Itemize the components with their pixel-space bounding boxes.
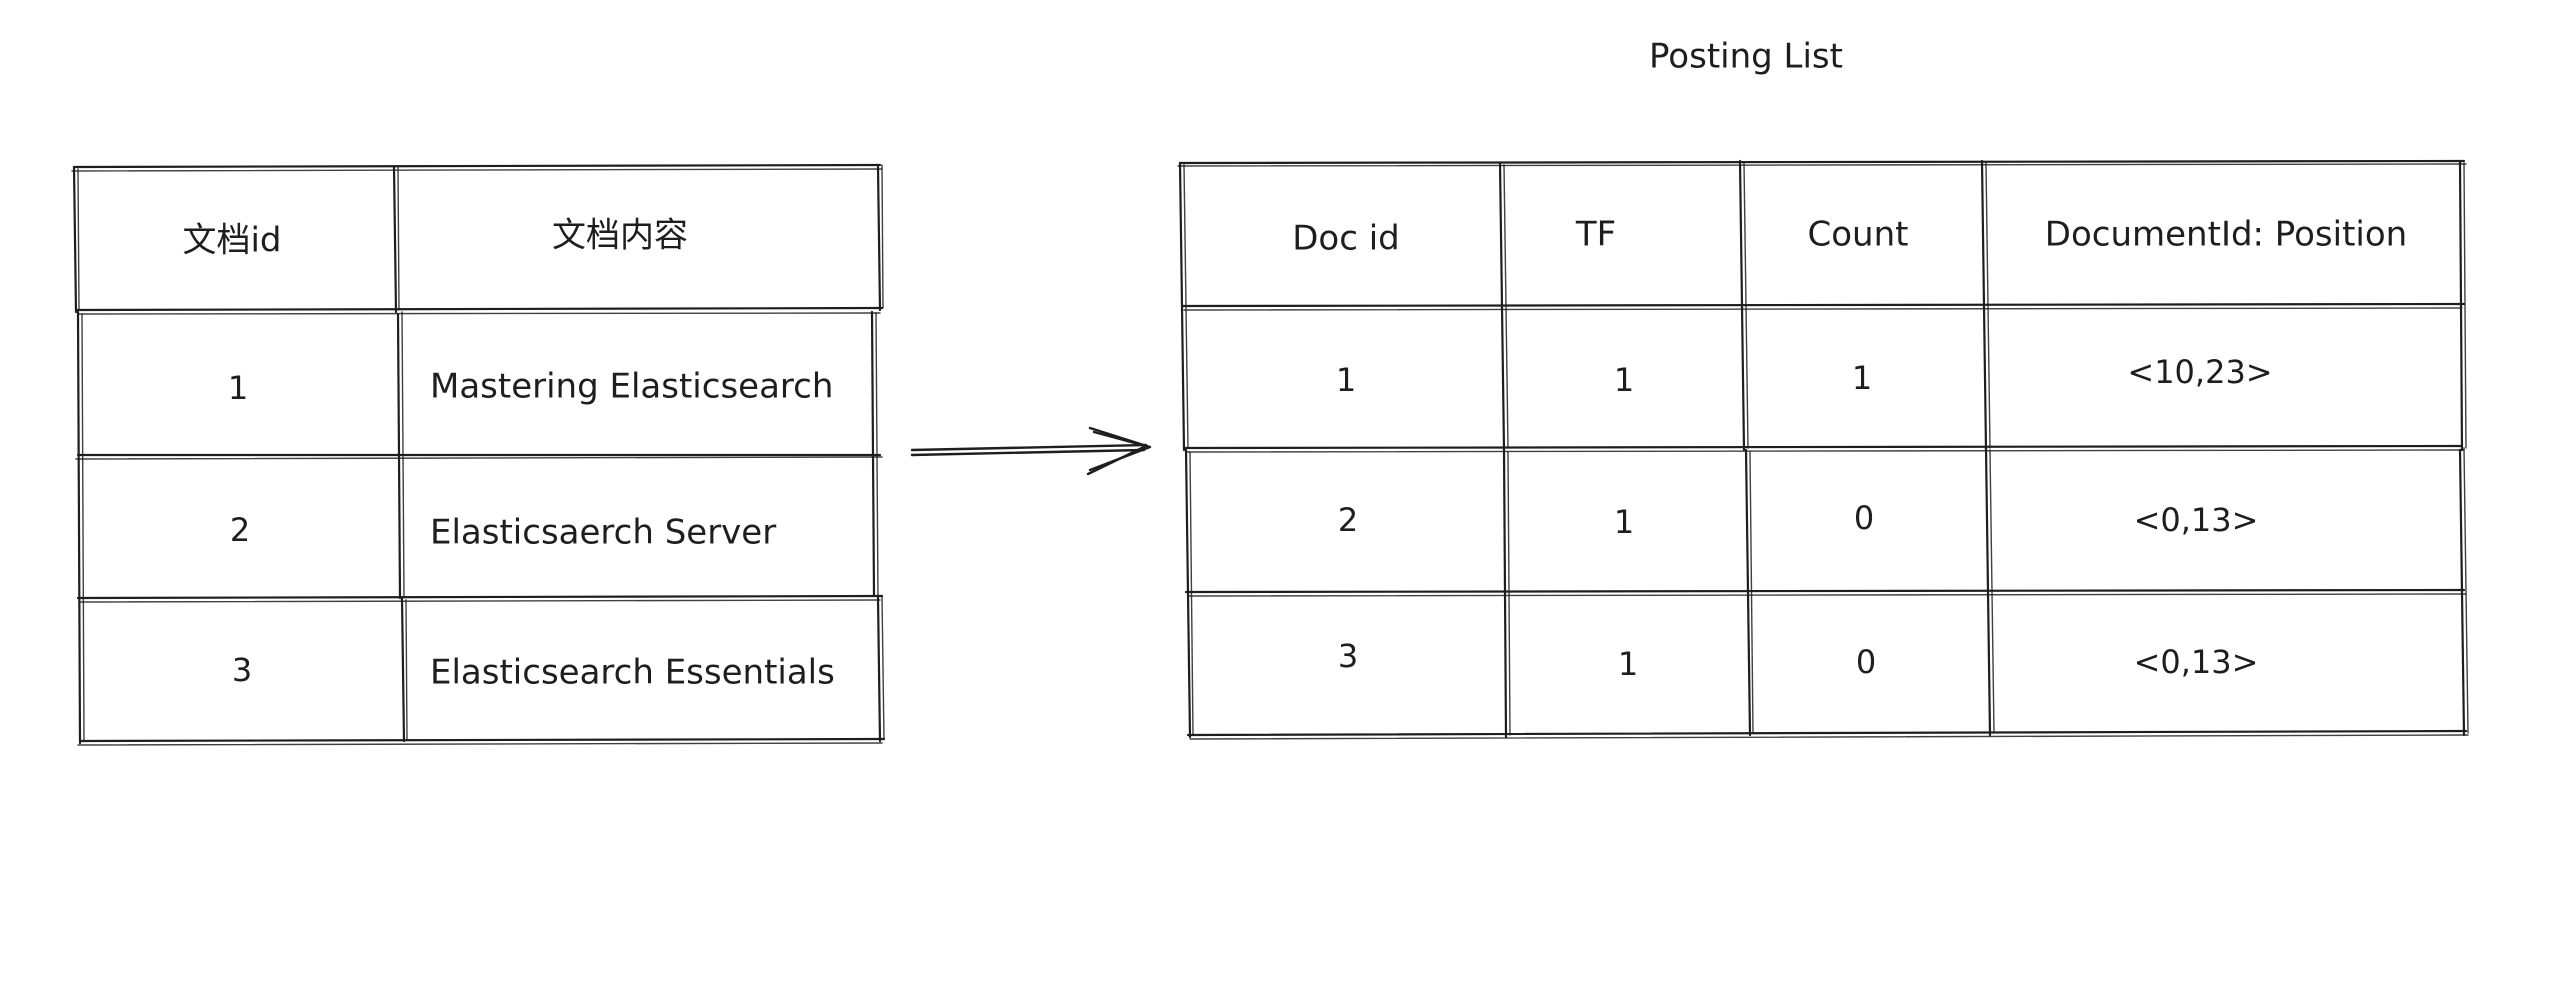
posting-row-2-doc-id: 2: [1338, 501, 1358, 539]
documents-row-3-id: 3: [232, 651, 252, 689]
posting-list-table: Doc id TF Count DocumentId: Position 1 1…: [1177, 159, 2469, 740]
posting-row-2-count: 0: [1854, 499, 1874, 537]
documents-header-id: 文档id: [182, 221, 281, 261]
posting-row-1-count: 1: [1852, 359, 1872, 397]
posting-list-title: Posting List: [1649, 37, 1843, 77]
posting-row-2-position: <0,13>: [2134, 501, 2259, 539]
posting-row-3-count: 0: [1856, 643, 1876, 681]
documents-row-3-content: Elasticsearch Essentials: [430, 653, 835, 693]
posting-row-1-doc-id: 1: [1336, 361, 1356, 399]
posting-list-table-grid: [1177, 159, 2469, 740]
posting-header-document-position: DocumentId: Position: [2045, 215, 2407, 255]
posting-header-count: Count: [1808, 215, 1909, 255]
posting-row-3-tf: 1: [1618, 645, 1638, 683]
posting-row-3-position: <0,13>: [2134, 643, 2259, 681]
posting-header-doc-id: Doc id: [1292, 219, 1400, 259]
documents-row-2-content: Elasticsaerch Server: [430, 513, 776, 553]
documents-table-grid: [71, 163, 886, 746]
transform-arrow: [910, 426, 1152, 476]
documents-row-1-id: 1: [228, 369, 248, 407]
posting-row-1-tf: 1: [1614, 361, 1634, 399]
documents-row-1-content: Mastering Elasticsearch: [430, 367, 833, 407]
documents-row-2-id: 2: [230, 511, 250, 549]
documents-table: 文档id 文档内容 1 Mastering Elasticsearch 2 El…: [71, 163, 886, 746]
posting-row-1-position: <10,23>: [2127, 353, 2272, 391]
posting-header-tf: TF: [1575, 215, 1616, 255]
documents-header-content: 文档内容: [552, 216, 688, 256]
posting-row-2-tf: 1: [1614, 503, 1634, 541]
posting-row-3-doc-id: 3: [1338, 637, 1358, 675]
